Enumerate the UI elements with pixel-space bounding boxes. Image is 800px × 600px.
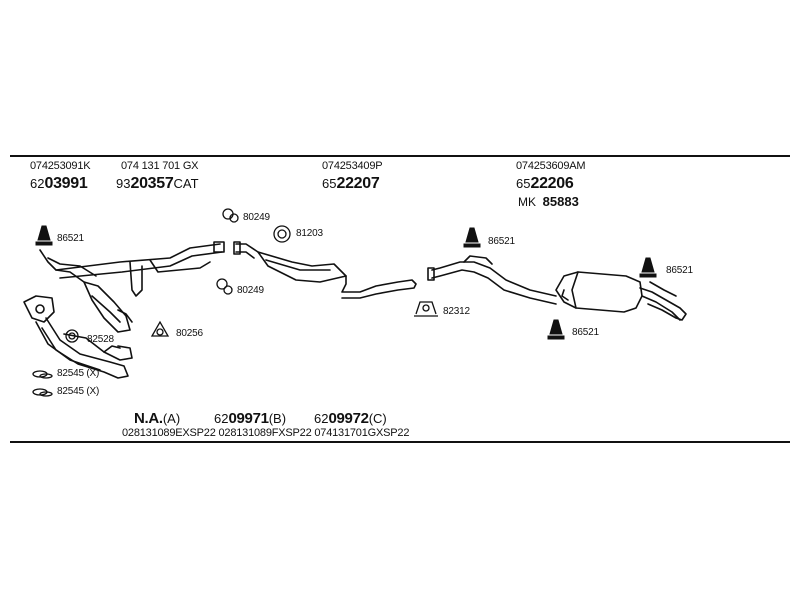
mounting-kit-main: 85883 — [542, 194, 579, 209]
rubber-mount-icon — [35, 225, 53, 246]
catalytic-converter-part — [39, 241, 225, 333]
sealing-ring-icon — [216, 278, 233, 295]
part-number-4-main: 22206 — [530, 175, 574, 192]
variant-a-letter: (A) — [162, 411, 181, 426]
mounting-kit-prefix: MK — [518, 195, 536, 209]
label-86521-rear: 86521 — [666, 265, 693, 276]
variant-c: 6209972(C) — [314, 411, 387, 426]
middle-muffler-part — [233, 241, 417, 299]
top-rule — [10, 155, 790, 157]
variant-b-main: 09971 — [228, 410, 269, 427]
variant-c-prefix: 62 — [314, 411, 329, 426]
label-80249-top: 80249 — [243, 212, 270, 223]
variant-c-letter: (C) — [368, 411, 387, 426]
part-number-3: 6522207 — [322, 175, 380, 192]
part-number-2-prefix: 93 — [116, 176, 131, 191]
part-code-2: 074 131 701 GX — [121, 160, 199, 172]
part-number-4: 6522206 — [516, 175, 574, 192]
variant-a-main: N.A. — [134, 410, 163, 427]
variant-b-letter: (B) — [268, 411, 287, 426]
front-pipe-part — [23, 295, 133, 379]
clip-icon — [32, 370, 53, 379]
part-number-2: 9320357CAT — [116, 176, 199, 192]
variant-a: N.A.(A) — [134, 411, 180, 426]
variant-b: 6209971(B) — [214, 411, 286, 426]
part-number-1-prefix: 62 — [30, 176, 45, 191]
variant-c-main: 09972 — [328, 410, 369, 427]
gasket-icon — [273, 225, 291, 243]
clip-icon — [32, 388, 53, 397]
clamp-icon — [65, 329, 79, 343]
sealing-ring-icon — [222, 208, 239, 223]
part-number-3-prefix: 65 — [322, 176, 337, 191]
label-82545-second: 82545 (X) — [57, 386, 100, 397]
label-81203: 81203 — [296, 228, 323, 239]
rubber-mount-icon — [463, 227, 481, 248]
label-82312: 82312 — [443, 306, 470, 317]
part-number-3-main: 22207 — [336, 175, 380, 192]
part-code-4: 074253609AM — [516, 160, 586, 172]
rear-muffler-part — [427, 255, 687, 321]
label-82528: 82528 — [87, 334, 114, 345]
variant-b-prefix: 62 — [214, 411, 229, 426]
label-82545-first: 82545 (X) — [57, 368, 100, 379]
variant-codes: 028131089EXSP22 028131089FXSP22 07413170… — [122, 427, 410, 439]
bottom-rule — [10, 441, 790, 443]
rubber-mount-icon — [639, 257, 657, 278]
part-number-4-prefix: 65 — [516, 176, 531, 191]
part-number-2-suffix: CAT — [173, 176, 199, 191]
mounting-kit-number: MK 85883 — [518, 195, 579, 208]
label-80256: 80256 — [176, 328, 203, 339]
label-86521-bottom: 86521 — [572, 327, 599, 338]
label-86521-front: 86521 — [57, 233, 84, 244]
label-80249-bottom: 80249 — [237, 285, 264, 296]
clamp-icon — [414, 301, 438, 317]
part-code-1: 074253091K — [30, 160, 91, 172]
label-86521-middle: 86521 — [488, 236, 515, 247]
part-code-3: 074253409P — [322, 160, 383, 172]
rubber-mount-icon — [547, 319, 565, 340]
part-number-1: 6203991 — [30, 175, 88, 192]
part-number-1-main: 03991 — [44, 175, 88, 192]
part-number-2-main: 20357 — [130, 175, 174, 192]
clamp-icon — [150, 320, 170, 337]
